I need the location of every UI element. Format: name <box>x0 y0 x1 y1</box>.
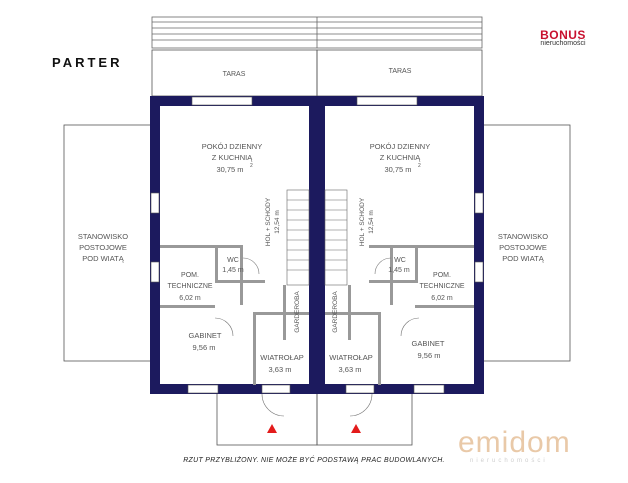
watermark-logo: emidom <box>458 426 571 459</box>
wardrobe-label-right: GARDEROBA <box>332 291 339 333</box>
carport-label-left-2: POSTOJOWE <box>79 243 127 252</box>
living-area-right: 30,75 m <box>384 165 411 174</box>
tech-label-left-1: POM. <box>181 272 199 279</box>
office-label-right: GABINET <box>412 339 445 348</box>
watermark-tagline: nieruchomości <box>470 458 548 464</box>
office-area-right: 9,56 m <box>418 351 441 360</box>
living-label-left-1: POKÓJ DZIENNY <box>202 142 262 151</box>
living-area-right-sq: 2 <box>418 163 421 169</box>
windows <box>150 96 484 394</box>
living-area-left-sq: 2 <box>250 163 253 169</box>
staircase-left <box>286 189 310 286</box>
terrace-label-left: TARAS <box>223 71 246 78</box>
tech-label-right-1: POM. <box>433 272 451 279</box>
page-title: PARTER <box>52 55 123 70</box>
hall-area-right: 12,54 m <box>368 210 375 234</box>
carport-label-right-2: POSTOJOWE <box>499 243 547 252</box>
wc-area-right: 1,45 m <box>388 267 410 274</box>
tech-area-left: 6,02 m <box>179 295 201 302</box>
staircase-right <box>324 189 348 286</box>
door-swings <box>214 257 420 417</box>
brand-name: BONUS <box>540 28 586 42</box>
disclaimer-note: RZUT PRZYBLIŻONY. NIE MOŻE BYĆ PODSTAWĄ … <box>183 457 445 464</box>
vestibule-area-right: 3,63 m <box>339 365 362 374</box>
vestibule-label-right: WIATROŁAP <box>329 353 373 362</box>
carport-label-left-3: POD WIATĄ <box>82 254 125 263</box>
hall-area-left: 12,54 m <box>274 210 281 234</box>
pergola <box>151 16 483 49</box>
terrace-outlines <box>151 49 483 97</box>
tech-label-left-2: TECHNICZNE <box>167 283 212 290</box>
terrace-label-right: TARAS <box>389 68 412 75</box>
interior-walls <box>160 245 474 385</box>
tech-label-right-2: TECHNICZNE <box>419 283 464 290</box>
living-area-left: 30,75 m <box>216 165 243 174</box>
carport-label-left-1: STANOWISKO <box>78 232 128 241</box>
wc-area-left: 1,45 m <box>222 267 244 274</box>
brand-logo: BONUS nieruchomości <box>518 28 608 47</box>
living-label-right-1: POKÓJ DZIENNY <box>370 142 430 151</box>
wardrobe-label-left: GARDEROBA <box>294 291 301 333</box>
office-label-left: GABINET <box>189 331 222 340</box>
carport-label-right-1: STANOWISKO <box>498 232 548 241</box>
living-label-right-2: Z KUCHNIĄ <box>380 153 421 162</box>
office-area-left: 9,56 m <box>193 343 216 352</box>
vestibule-label-left: WIATROŁAP <box>260 353 304 362</box>
wc-label-right: WC <box>394 257 406 264</box>
hall-label-left: HOL + SCHODY <box>265 197 272 246</box>
wc-label-left: WC <box>227 257 239 264</box>
entrance-landings <box>216 392 413 446</box>
brand-tagline: nieruchomości <box>540 40 586 47</box>
living-label-left-2: Z KUCHNIĄ <box>212 153 253 162</box>
carport-label-right-3: POD WIATĄ <box>502 254 545 263</box>
tech-area-right: 6,02 m <box>431 295 453 302</box>
entrance-arrows <box>267 424 361 433</box>
vestibule-area-left: 3,63 m <box>269 365 292 374</box>
hall-label-right: HOL + SCHODY <box>359 197 366 246</box>
